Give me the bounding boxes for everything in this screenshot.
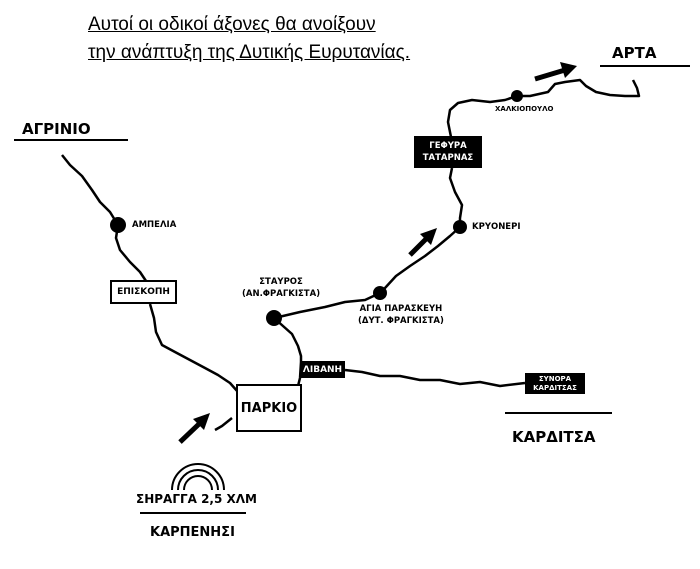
road-karpenisi-parkio bbox=[214, 417, 233, 432]
stavros-line-2: (ΑΝ.ΦΡΑΓΚΙΣΤΑ) bbox=[242, 289, 321, 299]
arrow-icon bbox=[408, 228, 437, 257]
road-agrinio-parkio bbox=[61, 154, 148, 282]
gefyra-line-1: ΓΕΦΥΡΑ bbox=[429, 141, 467, 151]
label-synora-karditsas: ΣΥΝΟΡΑ ΚΑΡΔΙΤΣΑΣ bbox=[525, 373, 585, 394]
label-gefyra-tatarnas: ΓΕΦΥΡΑ ΤΑΤΑΡΝΑΣ bbox=[414, 136, 482, 168]
tunnel-icon bbox=[171, 463, 225, 491]
label-episkopi: ΕΠΙΣΚΟΠΗ bbox=[110, 280, 177, 304]
agia-line-1: ΑΓΙΑ ΠΑΡΑΣΚΕΥΗ bbox=[359, 304, 443, 314]
label-stavros: ΣΤΑΥΡΟΣ (ΑΝ.ΦΡΑΓΚΙΣΤΑ) bbox=[242, 276, 320, 300]
label-livani: ΛΙΒΑΝΗ bbox=[300, 361, 345, 378]
stavros-line-1: ΣΤΑΥΡΟΣ bbox=[259, 277, 303, 287]
label-arta: ΑΡΤΑ bbox=[612, 44, 657, 62]
dot-chalkiopoulo bbox=[511, 90, 523, 102]
label-agia-paraskevi: ΑΓΙΑ ΠΑΡΑΣΚΕΥΗ (ΔΥΤ. ΦΡΑΓΚΙΣΤΑ) bbox=[358, 303, 444, 327]
arrow-icon bbox=[178, 413, 210, 444]
synora-line-1: ΣΥΝΟΡΑ bbox=[538, 374, 572, 383]
label-karditsa: ΚΑΡΔΙΤΣΑ bbox=[512, 428, 596, 446]
label-agrinio: ΑΓΡΙΝΙΟ bbox=[22, 120, 91, 138]
label-chalkiopoulo: ΧΑΛΚΙΟΠΟΥΛΟ bbox=[495, 105, 554, 113]
road-arta bbox=[446, 78, 641, 138]
road-livani-karditsa bbox=[344, 368, 526, 388]
road-episkopi-parkio bbox=[148, 303, 239, 393]
arrow-icon bbox=[534, 62, 577, 82]
title-line-1: Αυτοί οι οδικοί άξονες θα ανοίξουν bbox=[88, 14, 376, 35]
agia-line-2: (ΔΥΤ. ΦΡΑΓΚΙΣΤΑ) bbox=[358, 316, 444, 326]
label-tunnel: ΣΗΡΑΓΓΑ 2,5 ΧΛΜ bbox=[136, 492, 257, 506]
road-tatarna-stavros bbox=[273, 167, 464, 320]
label-kryoneri: ΚΡΥΟΝΕΡΙ bbox=[472, 222, 521, 232]
dot-kryoneri bbox=[453, 220, 467, 234]
synora-line-2: ΚΑΡΔΙΤΣΑΣ bbox=[533, 383, 577, 392]
dot-stavros bbox=[266, 310, 282, 326]
gefyra-line-2: ΤΑΤΑΡΝΑΣ bbox=[422, 153, 474, 163]
road-stavros-parkio bbox=[273, 317, 303, 387]
dot-ampelia bbox=[110, 217, 126, 233]
label-parkio: ΠΑΡΚΙΟ bbox=[236, 384, 302, 432]
title-line-2: την ανάπτυξη της Δυτικής Ευρυτανίας. bbox=[88, 42, 411, 63]
dot-agia-paraskevi bbox=[373, 286, 387, 300]
label-karpenisi: ΚΑΡΠΕΝΗΣΙ bbox=[150, 525, 235, 540]
label-ampelia: ΑΜΠΕΛΙΑ bbox=[132, 220, 177, 230]
